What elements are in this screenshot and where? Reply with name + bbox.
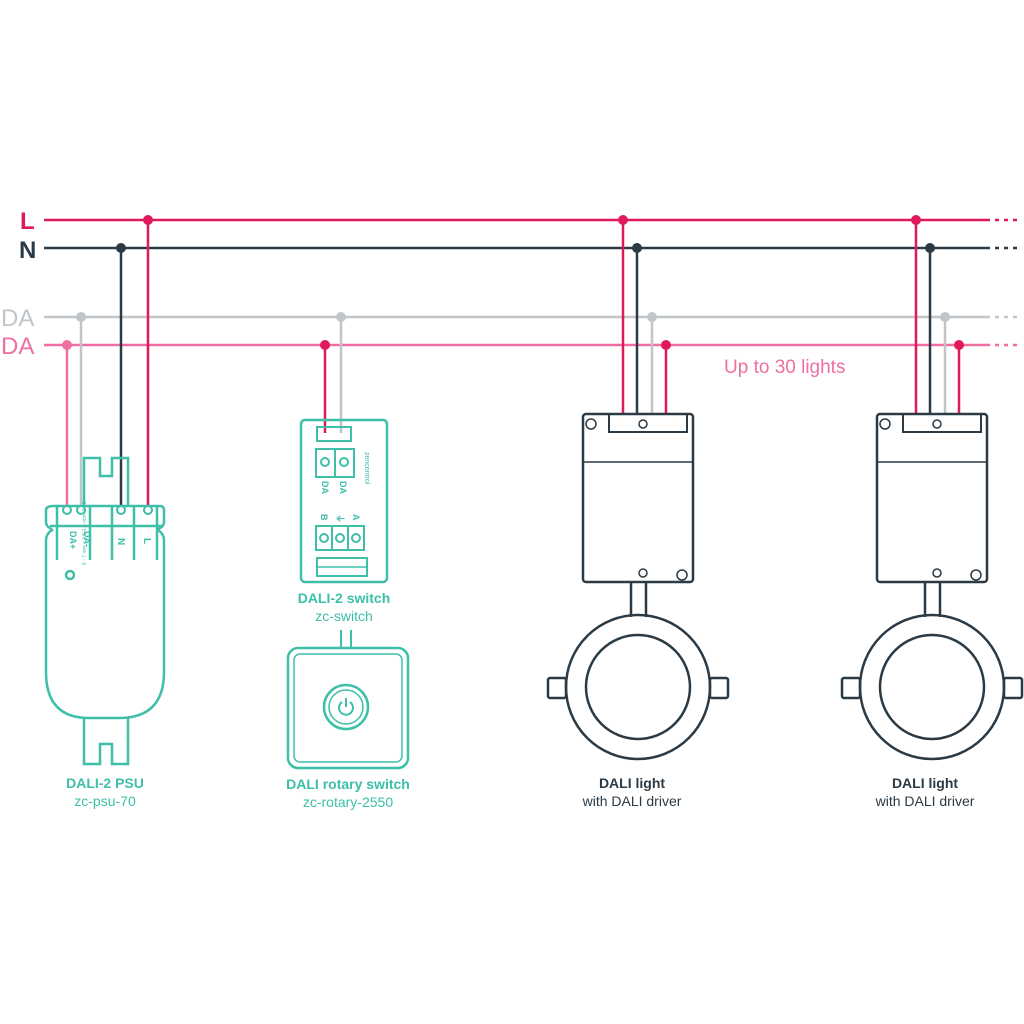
terminal-screw — [319, 533, 329, 543]
light1-right-clip — [708, 676, 730, 700]
light1-left-clip — [546, 676, 568, 700]
light1-driver-box — [581, 412, 695, 584]
terminal-screw — [320, 457, 330, 467]
switch-input-label-b: B — [319, 514, 329, 521]
neutral-label: N — [19, 237, 36, 264]
light1-name: DALI light — [599, 775, 665, 791]
light2-driver-screw — [932, 419, 942, 429]
rotary-model: zc-rotary-2550 — [303, 794, 393, 810]
da-grey-label: DA — [1, 305, 34, 332]
junction-dot — [940, 312, 950, 322]
junction-dot — [954, 340, 964, 350]
psu-terminal-label-l: L — [141, 538, 152, 544]
switch-da-label-1: DA — [320, 481, 330, 494]
switch-brand: zencontrol — [363, 452, 370, 485]
rotary-outer-plate — [286, 646, 410, 770]
switch-input-label-ground: ⏚ — [335, 514, 345, 523]
rotary-knob-ring — [328, 689, 364, 725]
switch-body — [299, 418, 389, 584]
switch-input-label-a: A — [351, 514, 361, 521]
light1-driver-terminal-block — [608, 413, 688, 433]
light2-name: DALI light — [892, 775, 958, 791]
light1-driver-screw — [638, 419, 648, 429]
psu-fine-print: 6 - 7 mm ≤ 0.5-1.5 mm² 3 - 5 — [82, 501, 88, 565]
switch-name: DALI-2 switch — [298, 590, 391, 606]
psu-terminal-label-n: N — [115, 538, 126, 545]
switch-input-terminal-block — [315, 525, 365, 551]
junction-dot — [76, 312, 86, 322]
light2-driver-screw — [932, 568, 942, 578]
switch-model: zc-switch — [315, 608, 373, 624]
terminal-screw — [351, 533, 361, 543]
light2-driver-screw — [879, 418, 891, 430]
psu-terminal-label-da-minus: DA- — [82, 531, 92, 547]
light1-driver-screw — [676, 569, 688, 581]
terminal-screw — [339, 457, 349, 467]
psu-model: zc-psu-70 — [74, 793, 136, 809]
light2-lens — [878, 633, 986, 741]
live-label: L — [20, 208, 35, 235]
light2-driver-box — [875, 412, 989, 584]
junction-dot — [336, 312, 346, 322]
rotary-inner-plate — [293, 653, 403, 763]
switch-device — [299, 418, 389, 584]
light2-subtitle: with DALI driver — [875, 793, 975, 809]
light2-right-clip — [1002, 676, 1024, 700]
junction-dot — [632, 243, 642, 253]
psu-name: DALI-2 PSU — [66, 775, 144, 791]
junction-dot — [320, 340, 330, 350]
light1-lens — [584, 633, 692, 741]
terminal-screw — [116, 505, 126, 515]
light2-driver-terminal-block — [902, 413, 982, 433]
rotary-switch-device — [286, 646, 410, 770]
psu-terminal-screws — [62, 505, 153, 515]
junction-dot — [116, 243, 126, 253]
psu-top-tab — [82, 456, 130, 506]
psu-terminal-label-da-plus: DA+ — [68, 531, 78, 549]
switch-top-connector — [316, 426, 352, 442]
lights-count-note: Up to 30 lights — [724, 357, 845, 378]
bus-lines — [44, 218, 1022, 347]
junction-dot — [618, 215, 628, 225]
terminal-screw — [62, 505, 72, 515]
psu-bottom-tab — [82, 718, 130, 766]
power-icon — [338, 701, 354, 716]
terminal-screw — [76, 505, 86, 515]
light1-device — [546, 412, 730, 761]
junction-dot — [647, 312, 657, 322]
light1-subtitle: with DALI driver — [582, 793, 682, 809]
rotary-knob — [322, 683, 370, 731]
terminal-screw — [143, 505, 153, 515]
da-pink-label: DA — [1, 333, 34, 360]
light2-device — [840, 412, 1024, 761]
psu-indicator-led — [64, 569, 76, 581]
light1-driver-screw — [585, 418, 597, 430]
light1-driver-screw — [638, 568, 648, 578]
light2-left-clip — [840, 676, 862, 700]
junction-dot — [661, 340, 671, 350]
switch-da-label-2: DA — [338, 481, 348, 494]
terminal-screw — [335, 533, 345, 543]
light2-outer-ring — [858, 613, 1006, 761]
psu-device — [44, 456, 166, 766]
psu-body — [44, 504, 166, 720]
junction-dots — [62, 215, 964, 350]
junction-dot — [143, 215, 153, 225]
junction-dot — [925, 243, 935, 253]
junction-dot — [62, 340, 72, 350]
light2-driver-screw — [970, 569, 982, 581]
light1-outer-ring — [564, 613, 712, 761]
drop-wires — [65, 220, 961, 506]
rotary-name: DALI rotary switch — [286, 776, 410, 792]
junction-dot — [911, 215, 921, 225]
